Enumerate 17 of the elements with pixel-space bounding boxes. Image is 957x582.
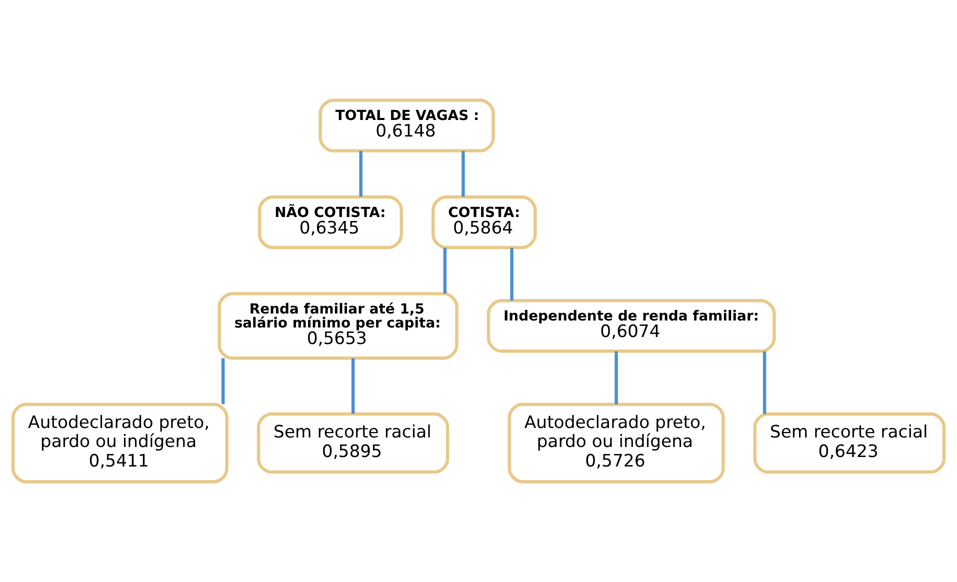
node-box: Sem recorte racial 0,6423 [753,412,946,474]
node-box: Renda familiar até 1,5 salário mínimo per capita: 0,5653 [218,292,458,360]
connector [462,150,465,197]
connector [359,150,362,197]
connector [443,248,447,294]
connector [762,351,766,414]
node-box: Sem recorte racial 0,5895 [256,412,450,474]
connector [510,248,514,301]
connector [221,358,225,404]
connector [351,358,355,414]
node-box: Autodeclarado preto, pardo ou indígena 0,5726 [508,402,725,484]
node-box: Independente de renda familiar: 0,6074 [486,299,776,353]
node-box: TOTAL DE VAGAS : 0,6148 [318,98,495,152]
connector [614,351,618,404]
node-box: NÃO COTISTA: 0,6345 [258,195,404,250]
node-box: Autodeclarado preto, pardo ou indígena 0,5411 [11,402,228,484]
node-box: COTISTA: 0,5864 [432,195,537,250]
